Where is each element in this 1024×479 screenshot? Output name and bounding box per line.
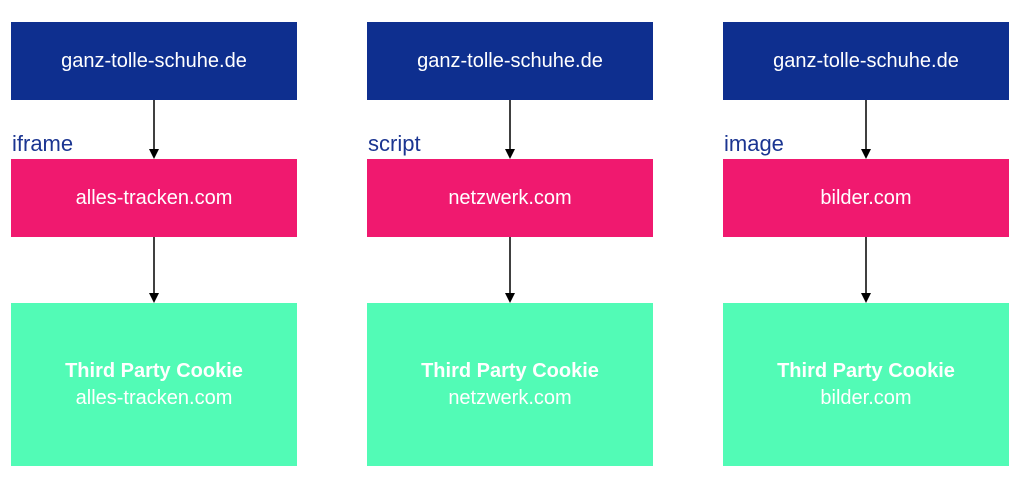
arrow-site-to-tracker [861,100,871,159]
website-box: ganz-tolle-schuhe.de [367,22,653,100]
website-domain: ganz-tolle-schuhe.de [773,49,959,72]
embed-type-label: iframe [12,131,74,156]
tracker-domain: netzwerk.com [448,186,572,209]
website-domain: ganz-tolle-schuhe.de [61,49,247,72]
cookie-domain: netzwerk.com [448,386,572,409]
flow-column-iframe: ganz-tolle-schuhe.de iframe alles-tracke… [11,0,297,479]
tracker-box: bilder.com [723,159,1009,237]
tracker-domain: alles-tracken.com [75,186,233,209]
cookie-title: Third Party Cookie [65,359,243,382]
website-box: ganz-tolle-schuhe.de [11,22,297,100]
arrow-tracker-to-cookie [505,237,515,303]
tracker-domain: bilder.com [820,186,912,209]
cookie-box: Third Party Cookie alles-tracken.com [11,303,297,466]
embed-type-label: image [724,131,784,156]
cookie-box: Third Party Cookie netzwerk.com [367,303,653,466]
arrow-site-to-tracker [505,100,515,159]
flow-column-image: ganz-tolle-schuhe.de image bilder.com Th… [723,0,1009,479]
tracker-box: alles-tracken.com [11,159,297,237]
cookie-box: Third Party Cookie bilder.com [723,303,1009,466]
tracker-box: netzwerk.com [367,159,653,237]
arrow-site-to-tracker [149,100,159,159]
arrow-tracker-to-cookie [149,237,159,303]
embed-type-label: script [368,131,421,156]
cookie-title: Third Party Cookie [777,359,955,382]
cookie-domain: alles-tracken.com [75,386,233,409]
website-domain: ganz-tolle-schuhe.de [417,49,603,72]
cookie-title: Third Party Cookie [421,359,599,382]
arrow-tracker-to-cookie [861,237,871,303]
cookie-domain: bilder.com [820,386,912,409]
website-box: ganz-tolle-schuhe.de [723,22,1009,100]
flow-column-script: ganz-tolle-schuhe.de script netzwerk.com… [367,0,653,479]
